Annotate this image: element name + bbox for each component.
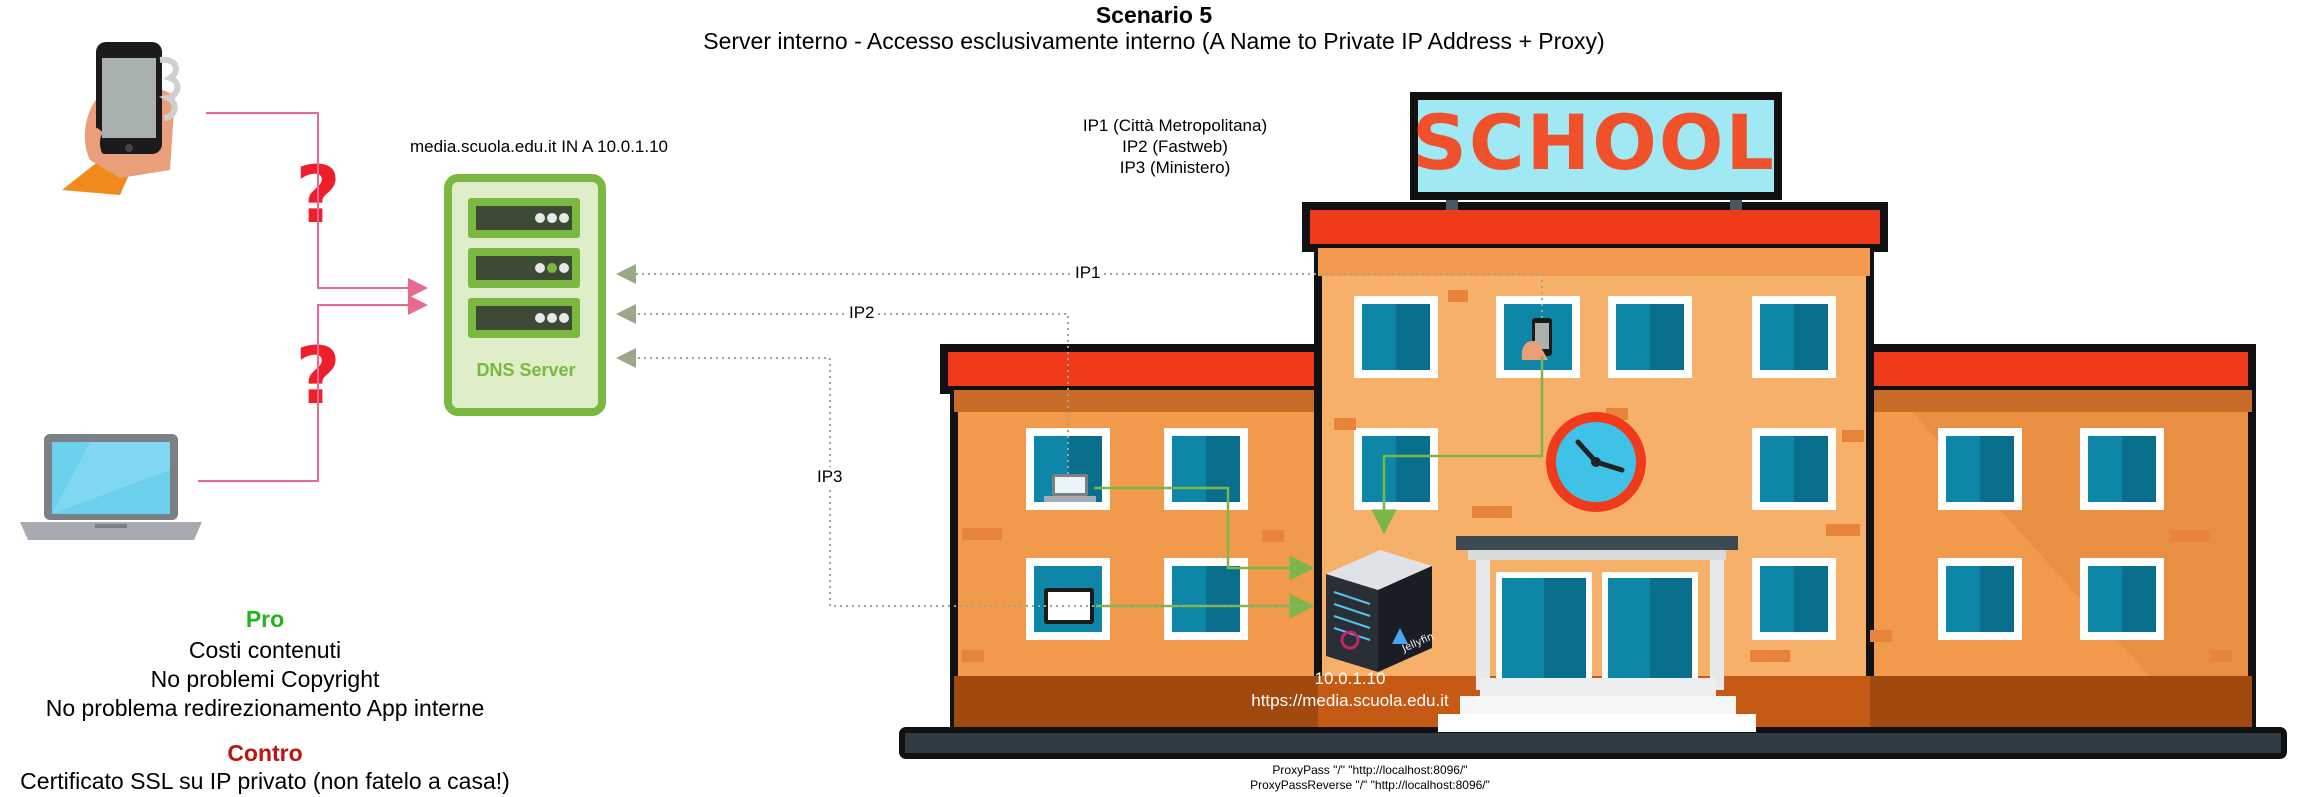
proxy-pass-reverse-line: ProxyPassReverse "/" "http://localhost:8… xyxy=(1250,778,1490,792)
server-ip: 10.0.1.10 xyxy=(1314,669,1386,688)
proxy-pass-line: ProxyPass "/" "http://localhost:8096/" xyxy=(1272,763,1468,777)
diagram-title: Scenario 5 xyxy=(1095,2,1213,28)
pro-item: No problema redirezionamento App interne xyxy=(45,695,485,721)
contro-heading: Contro xyxy=(227,740,303,766)
media-server-icon: Jellyfin xyxy=(1326,550,1436,672)
ip3-link-label: IP3 xyxy=(814,467,846,487)
ip-list-item: IP2 (Fastweb) xyxy=(1122,137,1228,156)
ip1-link-label: IP1 xyxy=(1072,263,1104,283)
laptop-icon xyxy=(20,434,202,540)
pro-heading: Pro xyxy=(245,606,285,632)
ip-list: IP1 (Città Metropolitana) IP2 (Fastweb) … xyxy=(1060,115,1290,178)
school-building xyxy=(899,92,2287,759)
ip-list-item: IP3 (Ministero) xyxy=(1119,158,1231,177)
server-url: https://media.scuola.edu.it xyxy=(1251,691,1449,710)
device-dns-links xyxy=(198,112,428,482)
dns-query-links xyxy=(616,264,1543,607)
server-caption: 10.0.1.10 https://media.scuola.edu.it xyxy=(1230,668,1470,712)
proxy-config: ProxyPass "/" "http://localhost:8096/" P… xyxy=(1140,763,1600,793)
dns-record-label: media.scuola.edu.it IN A 10.0.1.10 xyxy=(410,137,669,156)
dns-server-label: DNS Server xyxy=(476,360,576,380)
pro-item: Costi contenuti xyxy=(188,637,342,663)
school-sign: SCHOOL xyxy=(1412,98,1776,187)
ip2-link-label: IP2 xyxy=(846,303,878,323)
smartphone-icon xyxy=(1521,318,1552,360)
clock-icon xyxy=(1546,412,1646,512)
dns-server-icon xyxy=(444,174,606,416)
diagram-subtitle: Server interno - Accesso esclusivamente … xyxy=(703,28,1605,54)
smartphone-icon xyxy=(62,42,181,195)
laptop-icon xyxy=(1044,474,1096,502)
pro-item: No problemi Copyright xyxy=(150,666,380,692)
internal-links xyxy=(1094,356,1544,619)
pro-list: Costi contenuti No problemi Copyright No… xyxy=(0,636,530,723)
ip-list-item: IP1 (Città Metropolitana) xyxy=(1082,116,1268,135)
contro-item: Certificato SSL su IP privato (non fatel… xyxy=(20,768,510,794)
